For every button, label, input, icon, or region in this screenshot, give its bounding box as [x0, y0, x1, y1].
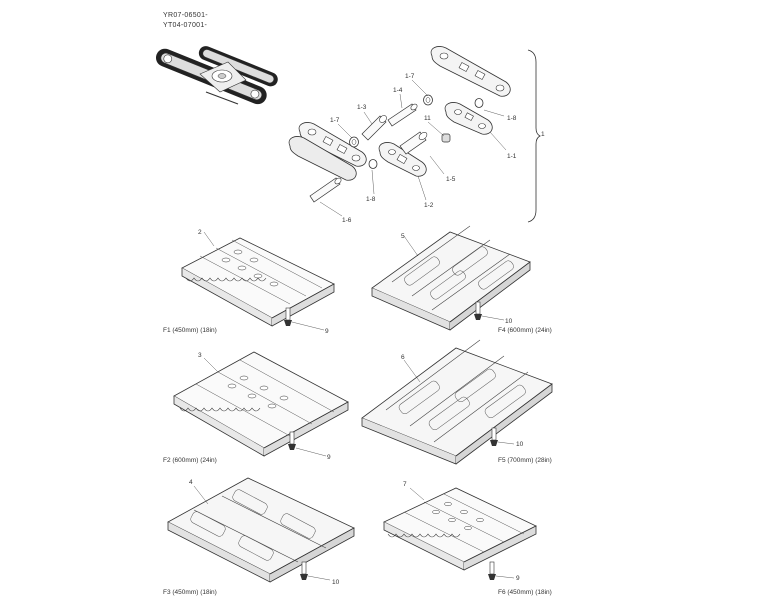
- shoe-plate-f6-drawing: [383, 487, 537, 580]
- pin-1-4: [387, 103, 418, 127]
- bolt-ref-f5: 10: [516, 441, 524, 448]
- assembly-bracket: [527, 49, 541, 223]
- callout-1-1: 1-1: [507, 153, 517, 160]
- callout-labels: 1 1-7 1-4 1-3 1-7 11 1-8 1-1 1-5 1-8 1-2…: [189, 73, 545, 586]
- bolt-ref-f6: 9: [516, 575, 520, 582]
- callout-1-7a: 1-7: [405, 73, 415, 80]
- bolt-ref-f1: 9: [325, 328, 329, 335]
- caption-f1: F1 (450mm) (18in): [163, 327, 217, 334]
- bolt-ref-f2: 9: [327, 454, 331, 461]
- caption-f2: F2 (600mm) (24in): [163, 457, 217, 464]
- callout-1-4: 1-4: [393, 87, 403, 94]
- shoe-plate-f5-drawing: [361, 339, 553, 465]
- shoe-plate-f1-drawing: [181, 231, 335, 331]
- bolt-ref-f3: 10: [332, 579, 340, 586]
- shoe-ref-2: 2: [198, 229, 202, 236]
- shoe-ref-4: 4: [189, 479, 193, 486]
- crawler-undercarriage-illustration: [155, 46, 278, 105]
- caption-f6: F6 (450mm) (18in): [498, 589, 552, 596]
- callout-1: 1: [541, 131, 545, 138]
- callout-1-5: 1-5: [446, 176, 456, 183]
- callout-1-7b: 1-7: [330, 117, 340, 124]
- track-link-1-1: [444, 102, 493, 135]
- shoe-ref-3: 3: [198, 352, 202, 359]
- caption-f5: F5 (700mm) (28in): [498, 457, 552, 464]
- callout-1-2: 1-2: [424, 202, 434, 209]
- bolt-ref-f4: 10: [505, 318, 513, 325]
- track-link-assembly: [288, 46, 541, 223]
- callout-1-6: 1-6: [342, 217, 352, 224]
- callout-11: 11: [424, 115, 431, 122]
- pin-1-6: [309, 177, 342, 203]
- callout-1-8a: 1-8: [507, 115, 517, 122]
- track-link-left: [288, 122, 367, 181]
- caption-f4: F4 (600mm) (24in): [498, 327, 552, 334]
- callout-1-8b: 1-8: [366, 196, 376, 203]
- track-link-1-2: [378, 142, 427, 177]
- bushing-1-5: [399, 131, 428, 155]
- callout-1-3: 1-3: [357, 104, 367, 111]
- bushing-1-3: [361, 115, 387, 141]
- serial-range-1: YR07-06501-: [163, 12, 208, 19]
- caption-f3: F3 (450mm) (18in): [163, 589, 217, 596]
- shoe-ref-5: 5: [401, 233, 405, 240]
- shoe-plate-f2-drawing: [173, 351, 349, 457]
- shoe-ref-6: 6: [401, 354, 405, 361]
- shoe-plate-f4-drawing: [371, 225, 531, 331]
- track-link-upper: [430, 46, 511, 97]
- serial-range-2: YT04-07001-: [163, 22, 208, 29]
- seal-rings: [349, 94, 484, 169]
- shoe-ref-7: 7: [403, 481, 407, 488]
- shoe-plate-f3-drawing: [167, 477, 355, 583]
